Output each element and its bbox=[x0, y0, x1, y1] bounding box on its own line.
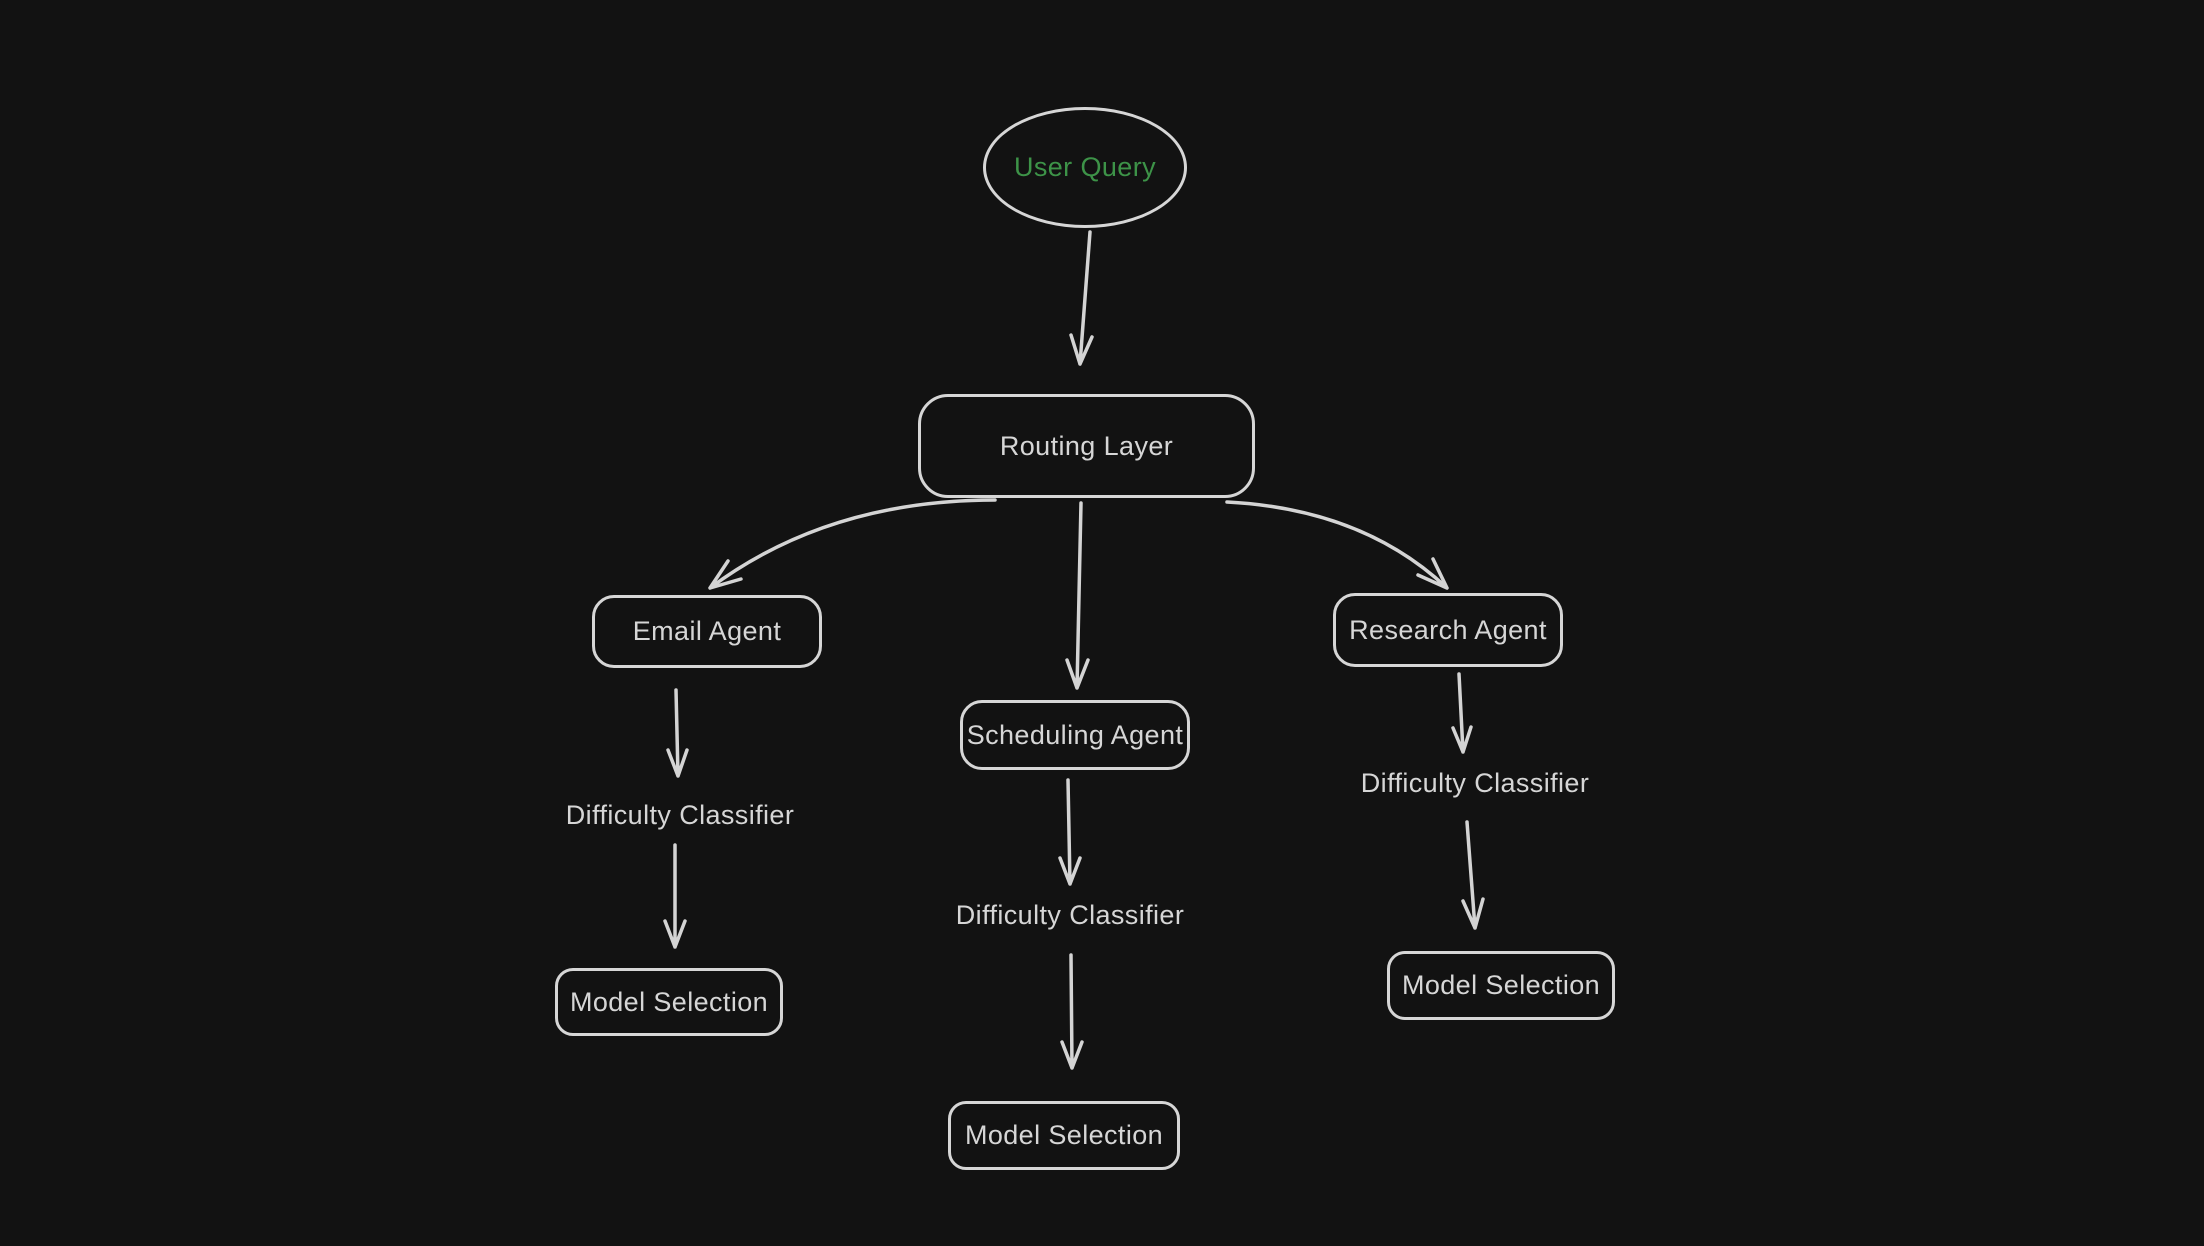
node-email-agent: Email Agent bbox=[592, 595, 822, 668]
node-model-selection-research-label: Model Selection bbox=[1401, 970, 1601, 1000]
node-user-query-label: User Query bbox=[1013, 152, 1157, 182]
node-difficulty-classifier-scheduling: Difficulty Classifier bbox=[950, 900, 1190, 930]
arrow-difficulty-classifier-to-model-selection-left bbox=[663, 843, 687, 949]
node-scheduling-agent: Scheduling Agent bbox=[960, 700, 1190, 770]
arrow-routing-layer-to-scheduling-agent bbox=[1065, 501, 1090, 690]
node-difficulty-classifier-email: Difficulty Classifier bbox=[560, 800, 800, 830]
node-routing-layer-label: Routing Layer bbox=[999, 430, 1174, 461]
arrow-scheduling-agent-to-difficulty-classifier bbox=[1058, 778, 1082, 886]
node-user-query: User Query bbox=[983, 107, 1187, 228]
arrow-research-agent-to-difficulty-classifier bbox=[1451, 672, 1473, 754]
node-difficulty-classifier-scheduling-label: Difficulty Classifier bbox=[955, 899, 1185, 930]
node-difficulty-classifier-research: Difficulty Classifier bbox=[1355, 768, 1595, 798]
node-model-selection-scheduling-label: Model Selection bbox=[964, 1120, 1164, 1150]
arrow-difficulty-classifier-to-model-selection-middle bbox=[1060, 953, 1084, 1070]
node-research-agent-label: Research Agent bbox=[1349, 614, 1547, 645]
node-scheduling-agent-label: Scheduling Agent bbox=[966, 719, 1184, 750]
node-model-selection-research: Model Selection bbox=[1387, 951, 1615, 1020]
node-model-selection-email-label: Model Selection bbox=[569, 986, 769, 1017]
node-model-selection-email: Model Selection bbox=[555, 968, 783, 1036]
node-research-agent: Research Agent bbox=[1333, 593, 1563, 667]
node-model-selection-scheduling: Model Selection bbox=[948, 1101, 1180, 1170]
arrow-routing-layer-to-research-agent bbox=[1225, 500, 1449, 590]
node-email-agent-label: Email Agent bbox=[632, 616, 782, 646]
node-difficulty-classifier-email-label: Difficulty Classifier bbox=[565, 799, 795, 830]
node-routing-layer: Routing Layer bbox=[918, 394, 1255, 498]
arrow-routing-layer-to-email-agent bbox=[708, 498, 997, 590]
arrow-email-agent-to-difficulty-classifier bbox=[666, 688, 689, 778]
arrow-user-query-to-routing-layer bbox=[1069, 230, 1094, 366]
arrow-difficulty-classifier-to-model-selection-right bbox=[1461, 820, 1485, 930]
node-difficulty-classifier-research-label: Difficulty Classifier bbox=[1360, 767, 1590, 798]
